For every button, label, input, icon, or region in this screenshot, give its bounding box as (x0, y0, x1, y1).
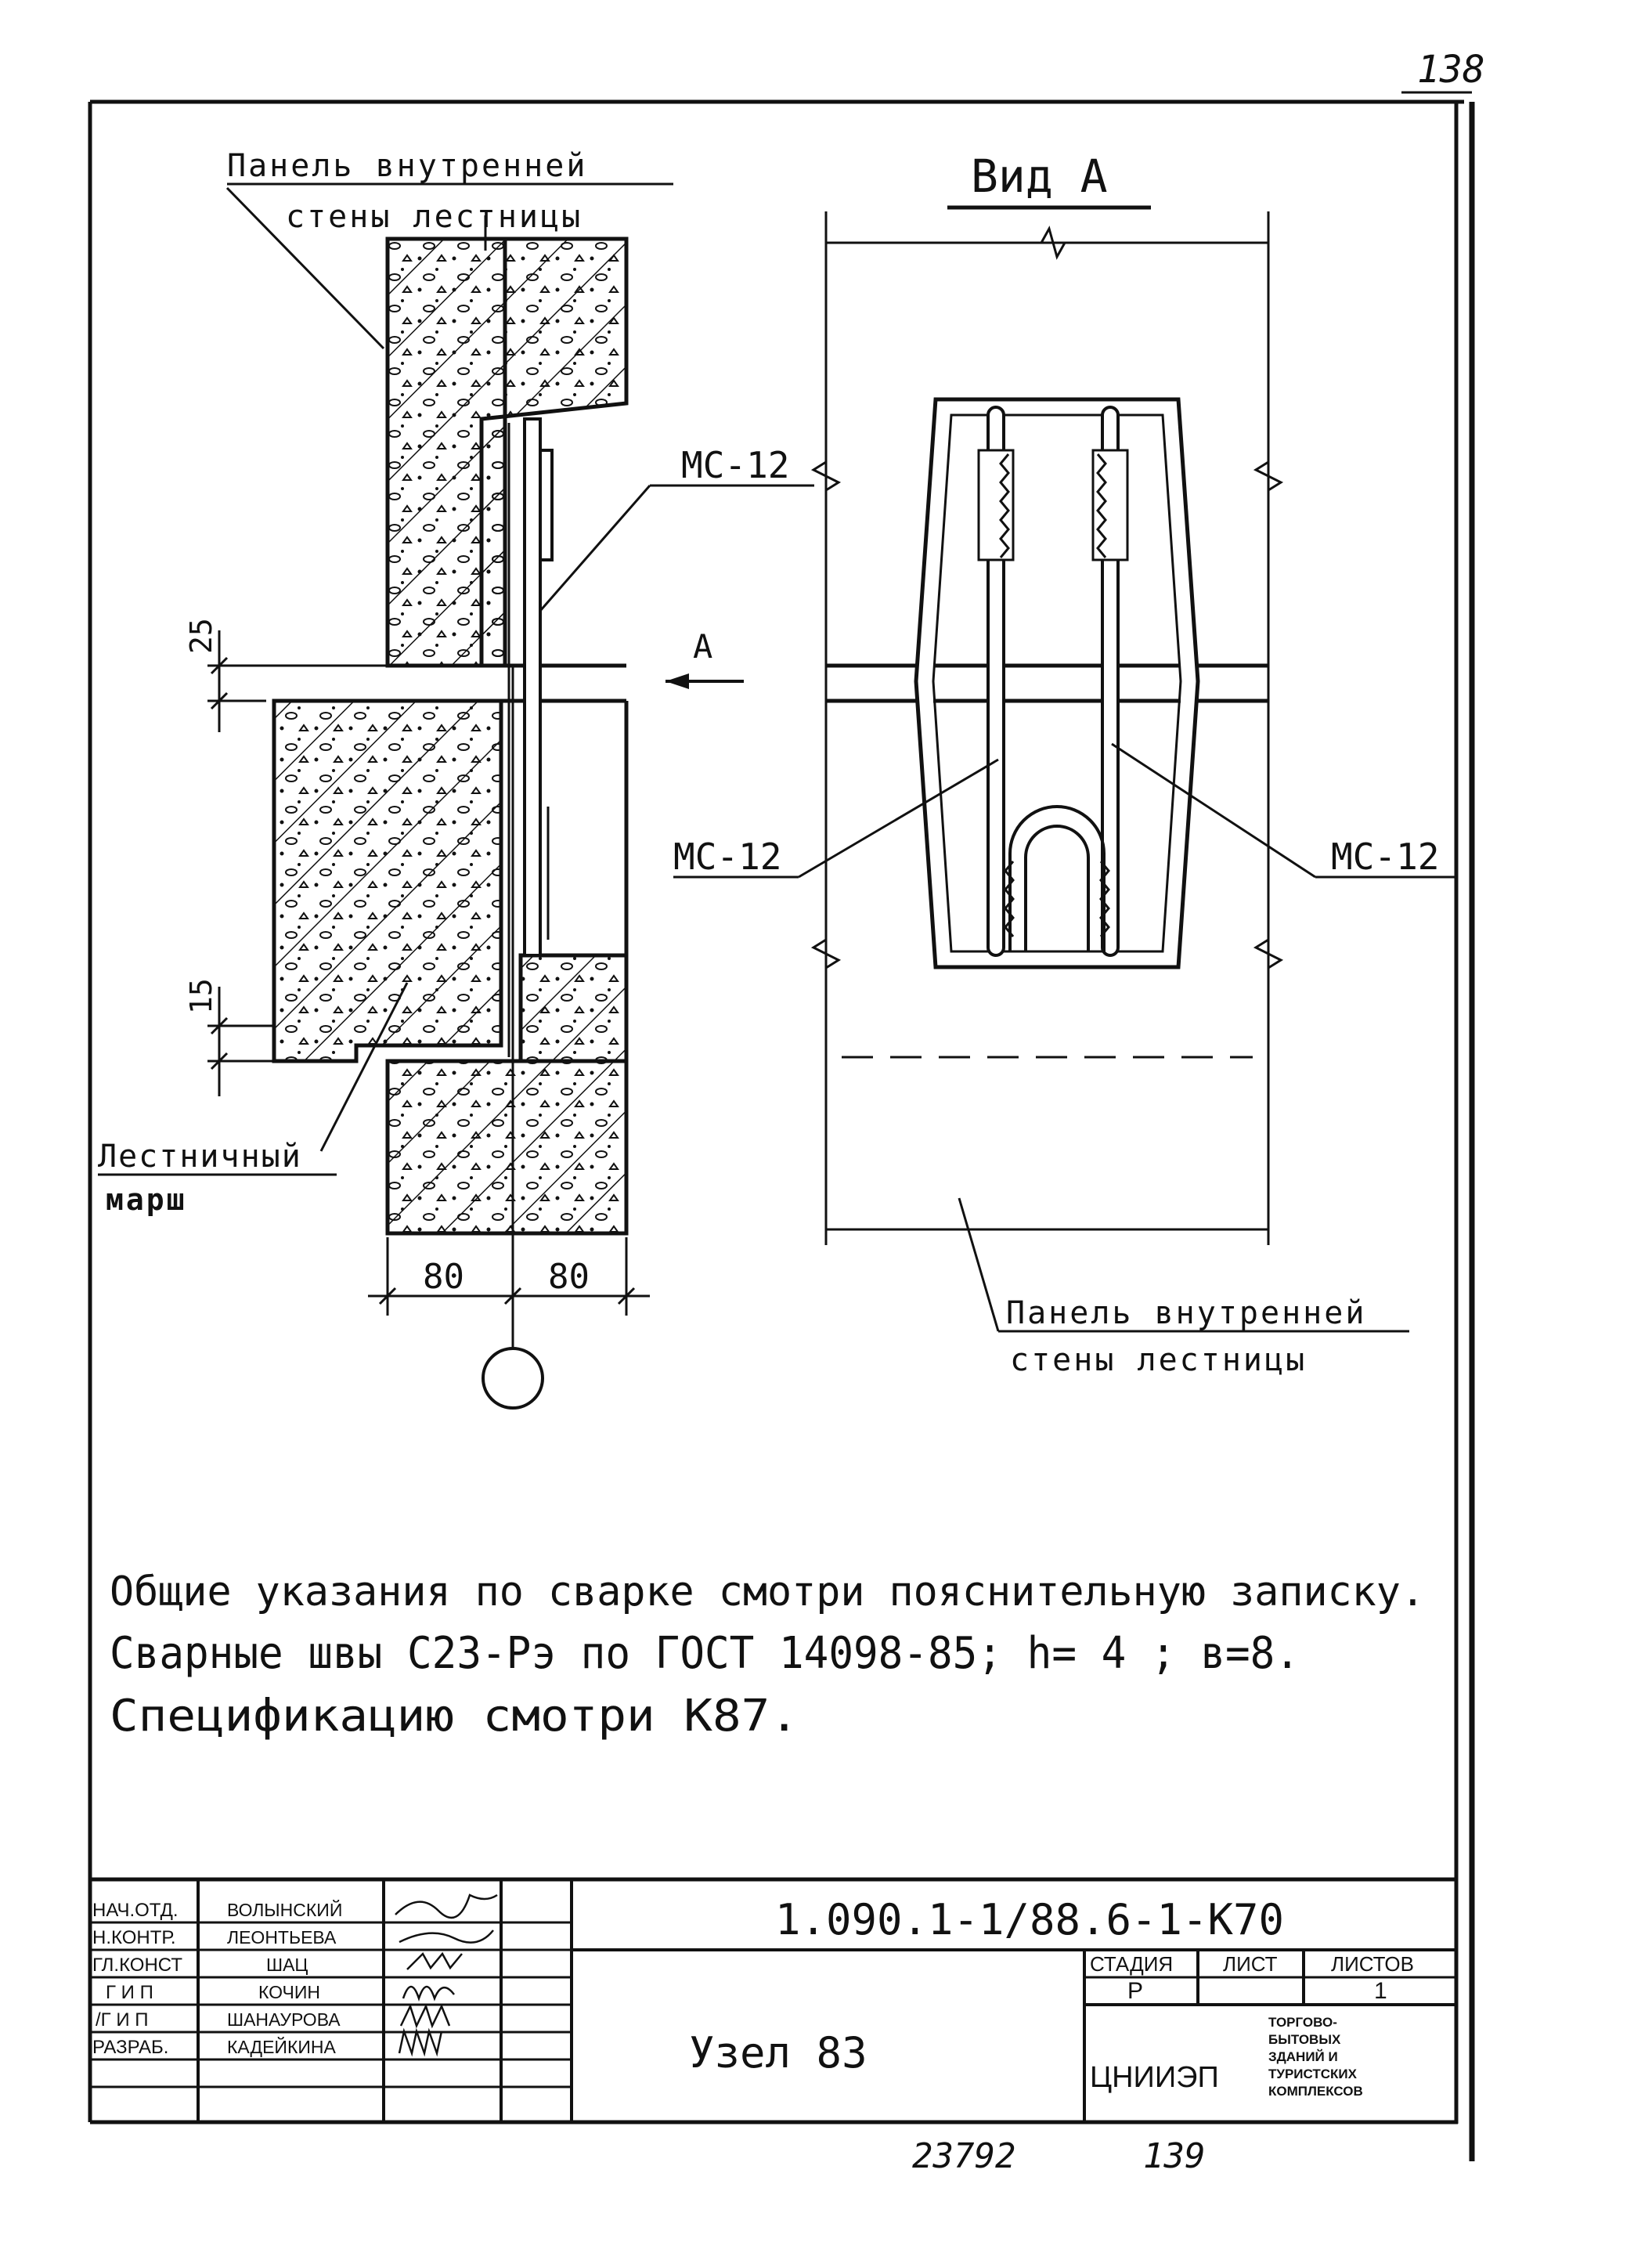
note-2: Сварные швы С23-Рэ по ГОСТ 14098-85; h= … (110, 1628, 1300, 1679)
tb-stage: Р (1127, 1978, 1143, 2004)
sheet-frame (88, 99, 1475, 2161)
tb-name-5: ШАНАУРОВА (227, 2009, 341, 2030)
tb-role-6: РАЗРАБ. (92, 2037, 168, 2058)
recess-outer (914, 397, 1200, 969)
dim-80-right-label: 80 (548, 1257, 590, 1297)
dimension-25 (207, 630, 388, 732)
tb-org-desc-4: ТУРИСТСКИХ (1268, 2067, 1358, 2081)
tb-role-3: ГЛ.КОНСТ (92, 1955, 182, 1976)
general-notes: Общие указания по сварке смотри поясните… (110, 1569, 1425, 1742)
tb-stage-header: СТАДИЯ (1090, 1952, 1173, 1976)
tb-org-desc-3: ЗДАНИЙ И (1268, 2049, 1338, 2064)
tb-sheets: 1 (1374, 1978, 1387, 2004)
tb-name-3: ШАЦ (266, 1955, 308, 1975)
footer-page-ref: 139 (1143, 2136, 1205, 2176)
tb-org-desc-2: БЫТОВЫХ (1268, 2032, 1341, 2047)
dim-80-left-label: 80 (423, 1257, 464, 1297)
tb-org-desc-5: КОМПЛЕКСОВ (1268, 2084, 1363, 2099)
ms12-u-loop (1008, 805, 1106, 951)
label-flight-line1: Лестничный (98, 1139, 302, 1175)
note-3: Спецификацию смотри К87. (110, 1691, 799, 1742)
signatures (395, 1893, 498, 2057)
dimension-80-80 (368, 1237, 650, 1316)
label-ms12-right: МС-12 (1331, 836, 1439, 878)
label-panel-left-line1: Панель внутренней (227, 148, 587, 184)
tb-role-5: /Г И П (96, 2009, 149, 2031)
label-panel-right-line1: Панель внутренней (1006, 1295, 1366, 1331)
axis-marker-circle (482, 1347, 544, 1410)
tb-name-2: ЛЕОНТЬЕВА (227, 1927, 337, 1948)
title-block: НАЧ.ОТД. Н.КОНТР. ГЛ.КОНСТ Г И П /Г И П … (90, 1877, 1456, 2122)
tb-title: Узел 83 (689, 2028, 867, 2078)
label-panel-left-line2: стены лестницы (286, 199, 583, 235)
tb-sheet-header: ЛИСТ (1223, 1952, 1278, 1976)
view-a: Вид А (673, 150, 1456, 1378)
dimension-15 (207, 987, 274, 1096)
label-flight-line2: марш (106, 1182, 187, 1217)
tb-name-1: ВОЛЫНСКИЙ (227, 1899, 342, 1920)
left-section: Панель внутренней стены лестницы МС-12 А… (98, 148, 814, 1410)
dim-25-label: 25 (184, 618, 218, 654)
label-ms12-top: МС-12 (681, 444, 789, 486)
dim-15-label: 15 (184, 978, 218, 1014)
tb-doc-code: 1.090.1-1/88.6-1-К70 (775, 1895, 1284, 1944)
tb-org-desc-1: ТОРГОВО- (1268, 2015, 1337, 2030)
tb-name-6: КАДЕЙКИНА (227, 2036, 336, 2057)
tb-role-4: Г И П (106, 1982, 153, 2003)
label-panel-right-line2: стены лестницы (1010, 1342, 1307, 1378)
note-1: Общие указания по сварке смотри поясните… (110, 1569, 1425, 1615)
page-number: 138 (1417, 48, 1485, 92)
tb-name-4: КОЧИН (258, 1982, 320, 2002)
label-view-a: Вид А (971, 150, 1108, 203)
footer-archive-number: 23792 (912, 2136, 1015, 2176)
tb-role-1: НАЧ.ОТД. (92, 1900, 179, 1921)
tb-role-2: Н.КОНТР. (92, 1927, 176, 1948)
label-ms12-left: МС-12 (673, 836, 781, 878)
tb-org: ЦНИИЭП (1090, 2061, 1219, 2094)
ms12-rod (523, 417, 542, 957)
label-arrow-a: А (693, 627, 712, 666)
tb-sheets-header: ЛИСТОВ (1331, 1952, 1414, 1976)
